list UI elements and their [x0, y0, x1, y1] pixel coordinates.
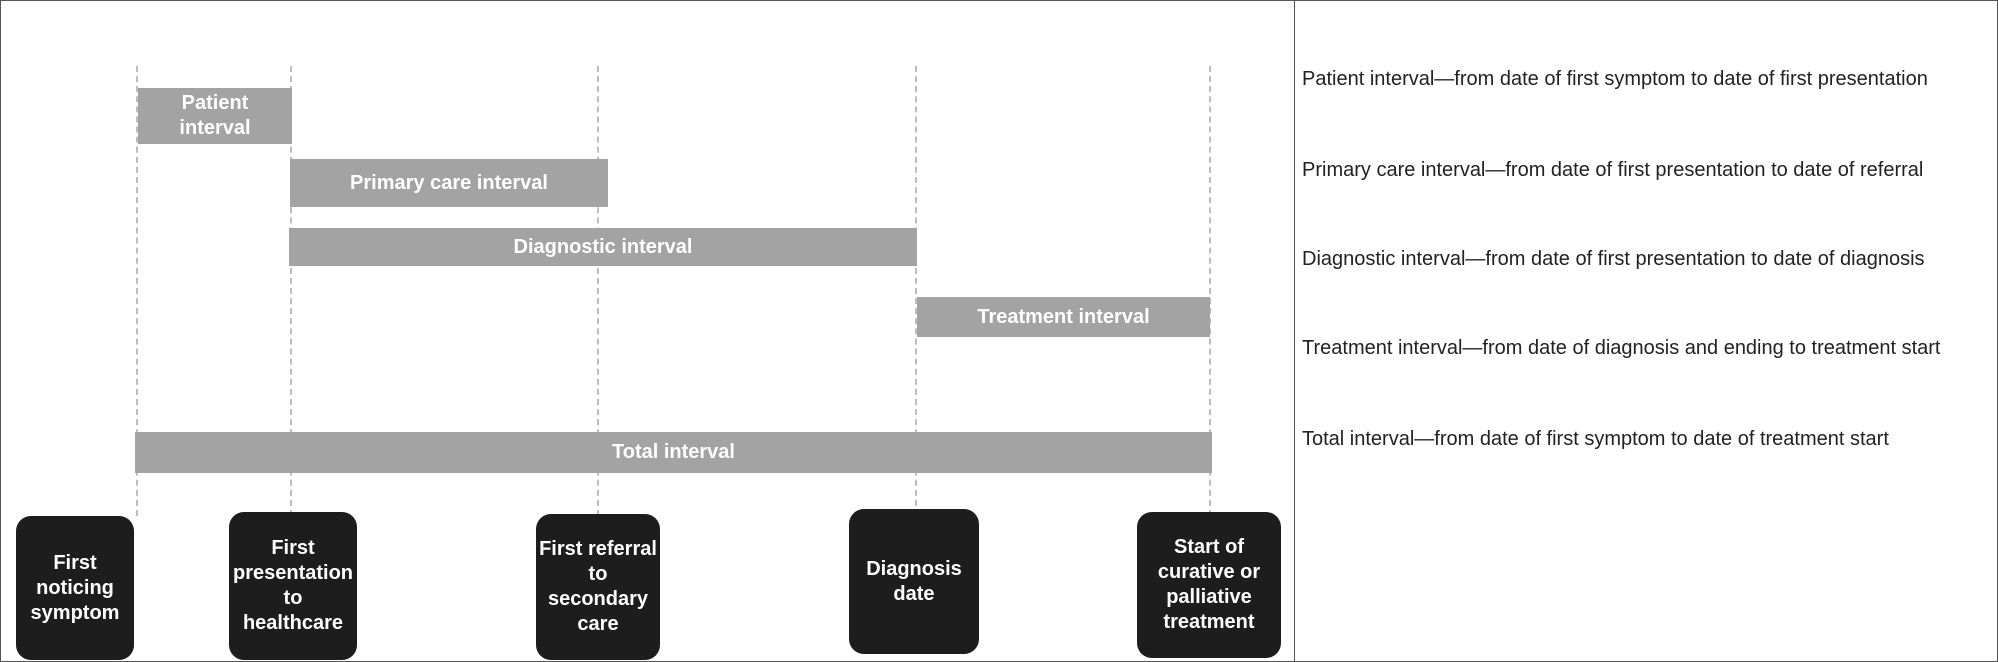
- guide-line-first-referral: [597, 66, 599, 516]
- milestone-first-noticing-symptom: First noticing symptom: [16, 516, 134, 660]
- milestone-first-presentation: First presentation to healthcare: [229, 512, 357, 660]
- bar-primary-care-interval: Primary care interval: [290, 159, 608, 207]
- definition-primary-care-interval: Primary care interval—from date of first…: [1302, 159, 1924, 181]
- definition-treatment-interval: Treatment interval—from date of diagnosi…: [1302, 337, 1941, 359]
- definition-diagnostic-interval: Diagnostic interval—from date of first p…: [1302, 248, 1925, 270]
- bar-treatment-interval: Treatment interval: [917, 297, 1210, 337]
- guide-line-first-symptom: [136, 66, 138, 516]
- milestone-first-referral: First referral to secondary care: [536, 514, 660, 660]
- bar-diagnostic-interval: Diagnostic interval: [289, 228, 917, 266]
- guide-line-diagnosis: [915, 66, 917, 516]
- guide-line-first-presentation: [290, 66, 292, 516]
- bar-patient-interval: Patient interval: [138, 88, 292, 144]
- panel-divider: [1294, 0, 1295, 662]
- bar-total-interval: Total interval: [135, 432, 1212, 473]
- guide-line-treatment-start: [1209, 66, 1211, 516]
- milestone-treatment-start: Start of curative or palliative treatmen…: [1137, 512, 1281, 658]
- milestone-diagnosis-date: Diagnosis date: [849, 509, 979, 654]
- definition-total-interval: Total interval—from date of first sympto…: [1302, 428, 1889, 450]
- definition-patient-interval: Patient interval—from date of first symp…: [1302, 68, 1928, 90]
